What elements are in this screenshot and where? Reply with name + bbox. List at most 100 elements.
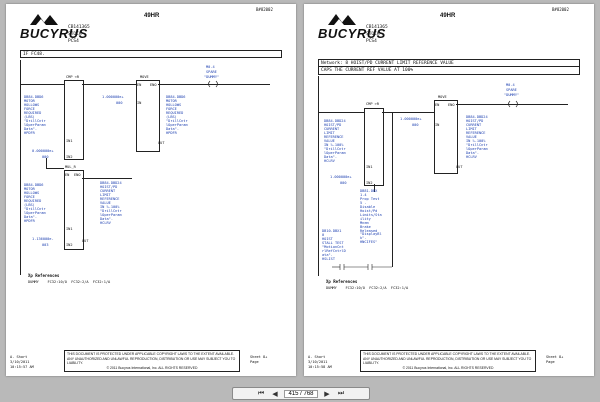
rung-wire — [82, 84, 136, 85]
rung-wire — [82, 178, 132, 179]
cmp-in2-value2: 000 — [42, 155, 49, 159]
coil-desc-2: "DUMMY" — [204, 75, 220, 79]
footer-date: 3/10/2011 — [10, 360, 30, 364]
move-pin-eno: ENO — [448, 103, 455, 107]
next-page-icon[interactable]: ▶ — [324, 390, 330, 398]
cmp-pin-in2: IN2 — [66, 155, 73, 159]
footer-time: 10:15:57 AM — [10, 365, 34, 369]
coil-desc-1: SPARE — [506, 88, 517, 92]
coil-desc-2: "DUMMY" — [504, 93, 520, 97]
header-line-2: STOCK — [366, 32, 380, 37]
mul-in1-operand: DB84.DBD6 MOTOR HOLLOWS FORCE REQUIRED (… — [24, 183, 46, 223]
mul-pin-in2: IN2 — [66, 243, 73, 247]
footer-author: A. Short — [10, 355, 28, 359]
mul-in2-value2: 003 — [42, 243, 49, 247]
move-in-value2: 000 — [412, 123, 419, 127]
cmp-pin-in1: IN1 — [66, 139, 73, 143]
move-in-value2: 000 — [116, 101, 123, 105]
first-page-icon[interactable]: ⏮ — [257, 389, 265, 397]
header-line-1: CB141365 — [68, 25, 90, 30]
rung-wire — [158, 84, 270, 85]
copyright-line: © 2011 Bucyrus International, Inc. ALL R… — [106, 365, 198, 370]
footer-page: Page — [250, 360, 259, 364]
mul-pin-en: EN — [65, 173, 70, 177]
xref-line: DUMMY FC32:10/O FC32:2/A FC32:1/A — [28, 280, 111, 284]
cmp-block — [364, 108, 384, 186]
cmp-in1-operand: DB84.DBD24 HOIST/PD CURRENT LIMIT REFERE… — [324, 119, 346, 163]
power-rail — [20, 60, 21, 275]
network-comment-box: CAPS THE CURRENT REF VALUE AT 100% — [318, 67, 580, 75]
mul-out-operand: DB84.DBD24 HOIST/PD CURRENT LIMIT REFERE… — [100, 181, 122, 225]
copyright-notice-text: THIS DOCUMENT IS PROTECTED UNDER APPLICA… — [67, 352, 236, 366]
doc-number: B#82002 — [552, 7, 569, 12]
cmp-in2-value: 1.000000e+ — [330, 175, 352, 179]
document-page-right: BUCYRUS 49HR B#82002 CB141365 STOCK PCS4… — [304, 4, 594, 376]
network-text: IF FC48. — [23, 52, 45, 57]
network-comment: CAPS THE CURRENT REF VALUE AT 100% — [321, 68, 414, 73]
contact-2-operand: DB10.DBX1 0 HOIST STALL TEST "MotionCnt … — [322, 229, 346, 261]
move-block — [434, 100, 458, 174]
move-block-label: MOVE — [438, 95, 447, 99]
page-navigation-toolbar: ⏮ ◀ ▶ ⏭ — [232, 387, 370, 400]
page-title: 49HR — [144, 13, 160, 19]
cmp-block-label: CMP <R — [66, 75, 79, 79]
prev-page-icon[interactable]: ◀ — [272, 390, 278, 398]
move-out-operand: DB84.DBD6 MOTOR HOLLOWS FORCE REQUIRED (… — [166, 95, 188, 135]
cmp-in2-value: 0.000000e+ — [32, 149, 54, 153]
footer-sheet: Sheet 8+ — [546, 355, 564, 359]
coil-address: M0.4 — [506, 83, 515, 87]
brand-wordmark: BUCYRUS — [318, 26, 386, 41]
coil-icon — [508, 100, 518, 108]
network-header: Network: 8 HOIST/PD CURRENT LIMIT REFERE… — [318, 59, 580, 67]
mul-block-label: MUL_R — [65, 165, 76, 169]
cmp-in1-operand: DB84.DBD6 MOTOR HOLLOWS FORCE REQUIRED (… — [24, 95, 46, 135]
rung-wire — [20, 84, 64, 85]
header-line-1: CB141365 — [366, 25, 388, 30]
coil-desc-1: SPARE — [206, 70, 217, 74]
move-pin-en: EN — [435, 103, 440, 107]
brand-wordmark: BUCYRUS — [20, 26, 88, 41]
document-page-left: BUCYRUS 49HR B#82002 CB141365 STOCK PCS4… — [6, 4, 296, 376]
mul-pin-eno: ENO — [74, 173, 81, 177]
mul-pin-in1: IN1 — [66, 227, 73, 231]
contact-icon — [332, 264, 392, 270]
move-pin-in: IN — [435, 123, 440, 127]
network-text: Network: 8 HOIST/PD CURRENT LIMIT REFERE… — [321, 61, 454, 66]
move-out-operand: DB84.DBD24 HOIST/PD CURRENT LIMIT REFERE… — [466, 115, 488, 159]
move-in-value: 1.000000e+ — [400, 117, 422, 121]
bucyrus-logo-icon — [30, 14, 58, 25]
header-line-3: PCS4 — [68, 39, 79, 44]
footer-author: A. Short — [308, 355, 326, 359]
page-number-input[interactable] — [284, 389, 318, 398]
bucyrus-logo-icon — [328, 14, 356, 25]
move-pin-out: OUT — [158, 141, 165, 145]
doc-number: B#82002 — [256, 7, 273, 12]
last-page-icon[interactable]: ⏭ — [337, 389, 345, 397]
contact-1-operand: DB81.DBX 1.4 Prop Test 5 - Disable Hoist… — [360, 189, 382, 245]
rung-wire — [392, 112, 393, 267]
rung-wire — [46, 158, 47, 168]
rung-wire — [46, 168, 64, 169]
cmp-in2-value2: 000 — [340, 181, 347, 185]
rung-wire — [318, 112, 364, 113]
page-title: 49HR — [440, 13, 456, 19]
copyright-notice: THIS DOCUMENT IS PROTECTED UNDER APPLICA… — [64, 350, 240, 372]
coil-icon — [208, 80, 218, 88]
xref-title: Xp References — [326, 279, 358, 284]
rung-wire — [382, 112, 434, 113]
cmp-pin-in1: IN1 — [366, 165, 373, 169]
copyright-notice: THIS DOCUMENT IS PROTECTED UNDER APPLICA… — [360, 350, 536, 372]
xref-line: DUMMY FC32:10/O FC32:2/A FC32:1/A — [326, 286, 409, 290]
xref-title: Xp References — [28, 273, 60, 278]
mul-pin-out: OUT — [82, 239, 89, 243]
power-rail — [318, 76, 319, 276]
move-pin-eno: ENO — [150, 83, 157, 87]
copyright-notice-text: THIS DOCUMENT IS PROTECTED UNDER APPLICA… — [363, 352, 532, 366]
cmp-block-label: CMP >R — [366, 102, 379, 106]
move-block — [136, 80, 160, 152]
rung-wire — [374, 184, 375, 192]
header-line-2: STOCK — [68, 32, 82, 37]
rung-wire — [456, 104, 568, 105]
copyright-line: © 2011 Bucyrus International, Inc. ALL R… — [402, 365, 494, 370]
network-header: IF FC48. — [20, 50, 282, 58]
